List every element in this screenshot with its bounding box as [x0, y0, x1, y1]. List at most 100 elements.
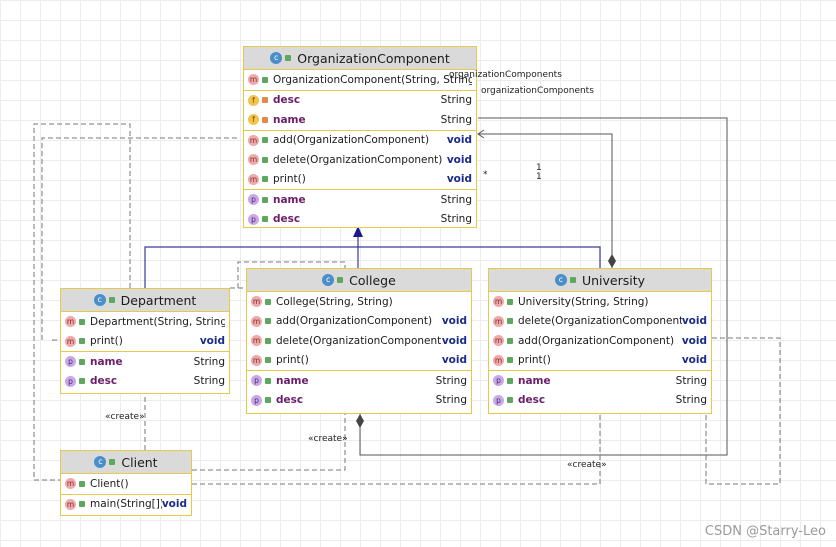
member-name: print() [518, 354, 551, 367]
create-label: «create» [105, 412, 145, 422]
member-name: desc [273, 213, 301, 226]
class-header: c University [489, 269, 711, 292]
member-name: Department(String, String) [90, 315, 225, 328]
dependency-college-loop [237, 261, 346, 288]
inheritance-line-university [358, 246, 601, 268]
member-name: name [518, 374, 551, 387]
method-icon: m [251, 354, 262, 366]
public-icon [79, 338, 85, 345]
public-icon [265, 377, 271, 384]
member-type: String [675, 394, 707, 407]
member-name: add(OrganizationComponent) [273, 134, 430, 147]
inheritance-line-department [144, 246, 358, 288]
property-icon: p [248, 194, 259, 206]
public-icon [507, 357, 513, 364]
public-icon [507, 337, 513, 344]
multiplicity-label: 1 [536, 172, 542, 182]
member-type: String [435, 394, 467, 407]
dependency-client-to-college [192, 412, 346, 471]
class-icon: c [554, 274, 567, 286]
public-icon [265, 337, 271, 344]
member-type: void [199, 335, 225, 348]
private-icon [262, 116, 268, 123]
class-icon: c [270, 52, 283, 64]
member-name: print() [273, 173, 306, 186]
public-icon [262, 216, 268, 223]
public-icon [265, 357, 271, 364]
public-icon [262, 176, 268, 183]
field-icon: f [248, 94, 259, 106]
lock-open-icon [108, 297, 115, 303]
dependency-univ-right [705, 337, 781, 485]
public-icon [262, 156, 268, 163]
member-type: void [681, 315, 707, 328]
member-name: desc [273, 94, 301, 107]
create-label: «create» [308, 434, 348, 444]
multiplicity-label: * [483, 170, 488, 180]
member-name: name [90, 355, 123, 368]
method-icon: m [248, 173, 259, 185]
public-icon [79, 358, 85, 365]
property-icon: p [248, 213, 259, 225]
method-icon: m [493, 296, 504, 308]
lock-open-icon [109, 459, 116, 465]
member-name: desc [518, 394, 546, 407]
property-icon: p [65, 356, 76, 368]
class-icon: c [94, 456, 107, 468]
public-icon [79, 378, 85, 385]
lock-open-icon [285, 55, 292, 61]
create-label: «create» [567, 460, 607, 470]
aggregation-diamond-university [608, 254, 616, 268]
member-type: void [441, 334, 467, 347]
member-name: desc [90, 375, 118, 388]
member-name: print() [276, 354, 309, 367]
public-icon [265, 298, 271, 305]
member-type: String [193, 355, 225, 368]
member-row[interactable]: p name String [61, 352, 229, 372]
public-icon [265, 318, 271, 325]
lock-open-icon [337, 277, 344, 283]
public-icon [507, 298, 513, 305]
method-icon: m [493, 354, 504, 366]
method-icon: m [248, 134, 259, 146]
member-type: String [440, 113, 472, 126]
class-name: University [581, 272, 646, 288]
member-name: delete(OrganizationComponent) [518, 315, 682, 328]
